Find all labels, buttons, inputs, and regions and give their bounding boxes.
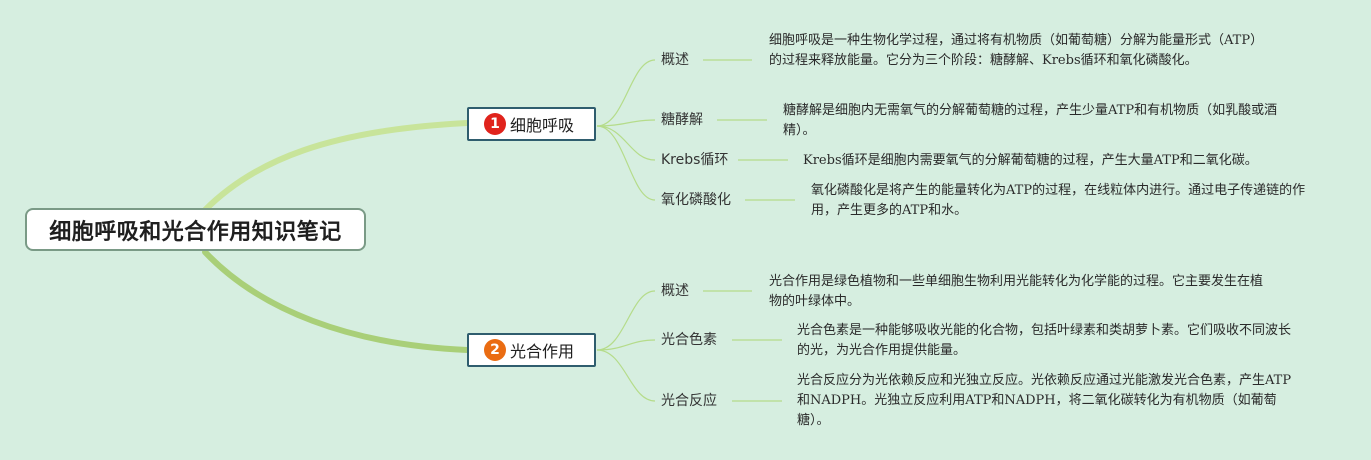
root-title: 细胞呼吸和光合作用知识笔记 (49, 219, 342, 245)
branch1-link-overview (596, 59, 656, 127)
topic-description: 细胞呼吸是一种生物化学过程，通过将有机物质（如葡萄糖）分解为能量形式（ATP）的… (769, 33, 1257, 68)
topic-description: 糖酵解是细胞内无需氧气的分解葡萄糖的过程，产生少量ATP和有机物质（如乳酸或酒精… (783, 103, 1278, 138)
topic-overview[interactable]: 概述 (661, 283, 689, 299)
topic-description: Krebs循环是细胞内需要氧气的分解葡萄糖的过程，产生大量ATP和二氧化碳。 (803, 153, 1258, 168)
branch2-link-reaction (596, 349, 656, 402)
branch-photosynthesis[interactable]: 2 光合作用 (467, 333, 596, 367)
branch2-link-overview (596, 290, 656, 351)
topic-description: 光合色素是一种能够吸收光能的化合物，包括叶绿素和类胡萝卜素。它们吸收不同波长的光… (797, 323, 1292, 358)
topic-photosynthetic-reactions[interactable]: 光合反应 (661, 393, 717, 409)
branch1-link-glycolysis (596, 119, 656, 127)
topic-description: 氧化磷酸化是将产生的能量转化为ATP的过程，在线粒体内进行。通过电子传递链的作用… (811, 183, 1306, 218)
branch1-link-krebs (596, 125, 656, 161)
branch-cell-respiration[interactable]: 1 细胞呼吸 (467, 107, 596, 141)
topic-description: 光合作用是绿色植物和一些单细胞生物利用光能转化为化学能的过程。它主要发生在植物的… (769, 274, 1264, 309)
number-2-icon: 2 (484, 339, 506, 361)
topic-description: 光合反应分为光依赖反应和光独立反应。光依赖反应通过光能激发光合色素，产生ATP和… (797, 373, 1292, 428)
topic-glycolysis[interactable]: 糖酵解 (661, 112, 703, 128)
root-branch-link-2 (202, 249, 470, 353)
topic-oxidative-phosphorylation[interactable]: 氧化磷酸化 (661, 192, 731, 208)
number-1-icon: 1 (484, 113, 506, 135)
topic-photosynthetic-pigments[interactable]: 光合色素 (661, 332, 717, 348)
branch2-link-pigment (596, 339, 656, 351)
root-topic[interactable]: 细胞呼吸和光合作用知识笔记 (25, 208, 366, 251)
root-branch-link-1 (202, 120, 470, 213)
branch1-link-oxphos (596, 125, 656, 201)
branch-label: 光合作用 (510, 342, 575, 361)
branch-label: 细胞呼吸 (510, 116, 575, 135)
topic-krebs-cycle[interactable]: Krebs循环 (661, 152, 729, 168)
topic-overview[interactable]: 概述 (661, 52, 689, 68)
